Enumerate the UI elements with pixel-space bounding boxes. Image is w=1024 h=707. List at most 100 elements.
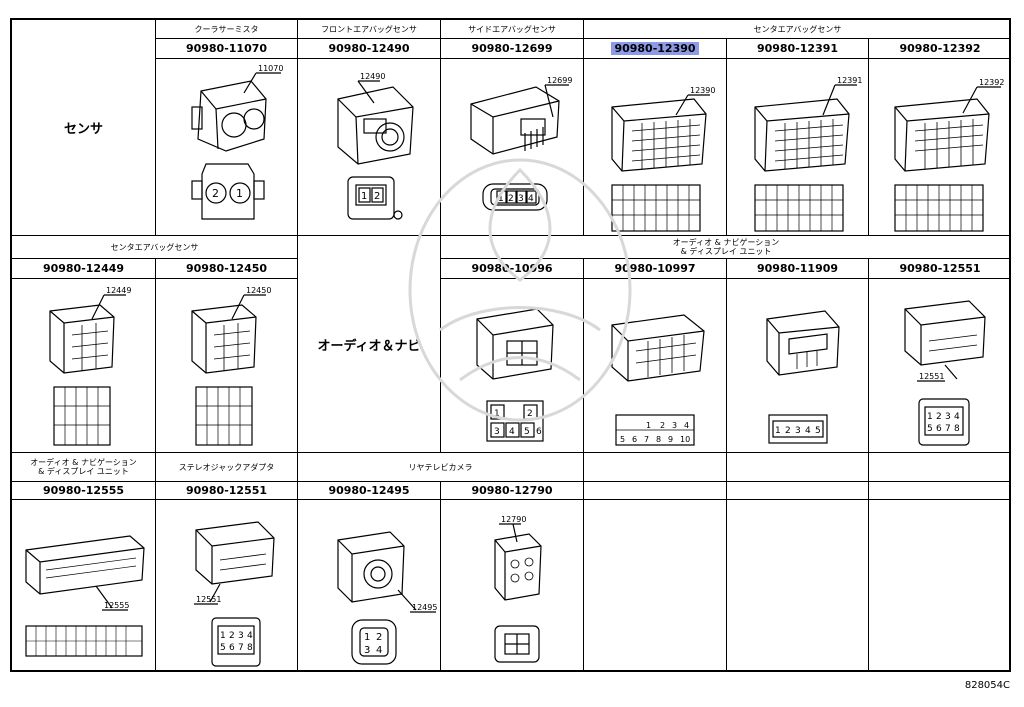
connector-image-12390: 12390	[584, 59, 727, 236]
header-stereo-jack-adapter: ステレオジャックアダプタ	[156, 453, 298, 482]
pin-6: 6	[229, 643, 235, 653]
pin-2: 2	[374, 191, 380, 202]
pin-3: 3	[518, 194, 524, 204]
connector-image-10997: 1 2 3 4 5 6 7 8 9 10	[584, 279, 727, 453]
part-number-text: 90980-12490	[328, 42, 410, 55]
part-number-10996[interactable]: 90980-10996	[441, 259, 584, 279]
header-rear-tv-camera: リヤテレビカメラ	[298, 453, 584, 482]
part-number-12790[interactable]: 90980-12790	[441, 482, 584, 500]
pin-3: 3	[238, 631, 244, 641]
part-number-text: 90980-12551	[185, 484, 268, 497]
pin-2: 2	[785, 426, 791, 436]
part-number-text: 90980-12495	[328, 484, 410, 497]
connector-image-12699: 12699 1 2 3 4	[441, 59, 584, 236]
part-number-text: 90980-11909	[756, 262, 839, 275]
pin-10: 10	[680, 435, 690, 444]
audio-nav-label-text: オーディオ＆ナビ	[317, 338, 421, 354]
diagram-code: 828054C	[964, 680, 1010, 691]
pin-2: 2	[660, 421, 665, 430]
pin-4: 4	[528, 194, 534, 204]
part-number-11070[interactable]: 90980-11070	[156, 39, 298, 59]
pin-9: 9	[668, 435, 673, 444]
pin-5: 5	[220, 643, 226, 653]
part-number-text: 90980-12449	[42, 262, 125, 275]
pin-3: 3	[945, 412, 951, 422]
pin-1: 1	[927, 412, 933, 422]
pin-4: 4	[509, 427, 515, 437]
connector-image-11909: 1 2 3 4 5	[727, 279, 869, 453]
callout-12392: 12392	[979, 78, 1004, 87]
part-number-12392[interactable]: 90980-12392	[869, 39, 1011, 59]
pin-8: 8	[247, 643, 253, 653]
pin-4: 4	[684, 421, 689, 430]
pin-2: 2	[936, 412, 942, 422]
connector-image-10996: 1 2 3 4 5 6	[441, 279, 584, 453]
pin-2: 2	[229, 631, 235, 641]
connector-image-12449: 12449	[12, 279, 156, 453]
pin-4: 4	[805, 426, 811, 436]
part-number-12555[interactable]: 90980-12555	[12, 482, 156, 500]
callout-12790: 12790	[501, 515, 526, 524]
callout-12450: 12450	[246, 286, 271, 295]
empty-part-cell	[727, 482, 869, 500]
callout-12490: 12490	[360, 72, 385, 81]
pin-3: 3	[795, 426, 801, 436]
pin-2: 2	[376, 632, 382, 643]
header-audio-nav-display-unit-2: オーディオ & ナビゲーション & ディスプレイ ユニット	[12, 453, 156, 482]
connector-image-12790: 12790	[441, 500, 584, 670]
connector-image-12450: 12450	[156, 279, 298, 453]
pin-4: 4	[376, 645, 382, 656]
part-number-12391[interactable]: 90980-12391	[727, 39, 869, 59]
part-number-12495[interactable]: 90980-12495	[298, 482, 441, 500]
part-number-text: 90980-10996	[471, 262, 553, 275]
pin-1: 1	[775, 426, 781, 436]
part-number-12490[interactable]: 90980-12490	[298, 39, 441, 59]
header-side-airbag-sensor: サイドエアバッグセンサ	[441, 20, 584, 39]
pin-2: 2	[508, 194, 514, 204]
pin-7: 7	[238, 643, 244, 653]
part-number-12450[interactable]: 90980-12450	[156, 259, 298, 279]
connector-image-12392: 12392	[869, 59, 1011, 236]
pin-5: 5	[815, 426, 821, 436]
callout-11070: 11070	[258, 64, 283, 73]
pin-1: 1	[646, 421, 651, 430]
part-number-text: 90980-12450	[185, 262, 268, 275]
connector-image-12490: 12490 1 2	[298, 59, 441, 236]
part-number-12551-b[interactable]: 90980-12551	[156, 482, 298, 500]
pin-1: 1	[494, 409, 500, 419]
part-number-12699[interactable]: 90980-12699	[441, 39, 584, 59]
part-number-text: 90980-10997	[614, 262, 696, 275]
part-number-text: 90980-12790	[471, 484, 553, 497]
empty-part-cell	[869, 482, 1011, 500]
empty-header-cell	[727, 453, 869, 482]
pin-4: 4	[247, 631, 253, 641]
audio-nav-label: オーディオ＆ナビ	[298, 236, 441, 453]
part-number-11909[interactable]: 90980-11909	[727, 259, 869, 279]
part-number-12449[interactable]: 90980-12449	[12, 259, 156, 279]
callout-12551: 12551	[919, 372, 944, 381]
pin-3: 3	[494, 427, 500, 437]
empty-image-cell	[869, 500, 1011, 670]
header-center-airbag-sensor: センタエアバッグセンサ	[584, 20, 1011, 39]
sensor-label-text: センサ	[63, 122, 103, 137]
part-number-10997[interactable]: 90980-10997	[584, 259, 727, 279]
header-audio-nav-display-unit: オーディオ & ナビゲーション & ディスプレイ ユニット	[441, 236, 1011, 259]
part-number-text: 90980-12699	[471, 42, 553, 55]
part-number-12390-selected[interactable]: 90980-12390	[584, 39, 727, 59]
part-number-text: 90980-12392	[899, 42, 981, 55]
pin-1: 1	[361, 191, 367, 202]
callout-12391: 12391	[837, 76, 862, 85]
pin-5: 5	[927, 424, 933, 434]
pin-3: 3	[364, 645, 370, 656]
header-front-airbag-sensor: フロントエアバッグセンサ	[298, 20, 441, 39]
pin-1: 1	[498, 194, 504, 204]
pin-5: 5	[620, 435, 625, 444]
pin-1: 1	[236, 187, 243, 200]
header-center-airbag-sensor-2: センタエアバッグセンサ	[12, 236, 298, 259]
empty-part-cell	[584, 482, 727, 500]
part-number-text: 90980-11070	[185, 42, 268, 55]
pin-4: 4	[954, 412, 960, 422]
connector-image-12551-b: 12551 1 2 3 4 5 6 7 8	[156, 500, 298, 670]
pin-3: 3	[672, 421, 677, 430]
part-number-12551[interactable]: 90980-12551	[869, 259, 1011, 279]
